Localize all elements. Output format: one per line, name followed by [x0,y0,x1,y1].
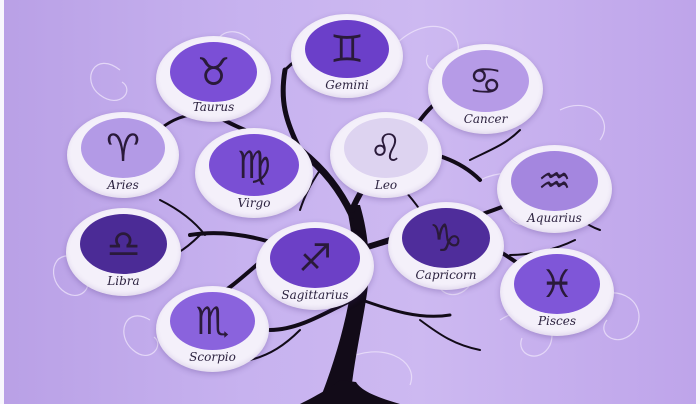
scorpio-label: Scorpio [189,350,236,364]
zodiac-aries: ♈ Aries [67,112,179,198]
aquarius-symbol-icon: ♒ [537,159,572,203]
libra-disc: ♎ [80,214,167,274]
taurus-symbol-icon: ♉ [196,50,231,94]
aries-label: Aries [107,178,139,192]
leo-disc: ♌ [344,118,428,178]
sagittarius-symbol-icon: ♐ [297,236,333,280]
capricorn-disc: ♑ [402,208,490,268]
frame-edge-right [696,0,700,404]
zodiac-sagittarius: ♐ Sagittarius [256,222,374,310]
taurus-label: Taurus [192,100,235,114]
scorpio-disc: ♏ [170,292,255,350]
zodiac-gemini: ♊ Gemini [291,14,403,98]
aries-symbol-icon: ♈ [105,126,141,170]
leo-label: Leo [374,178,398,192]
scorpio-symbol-icon: ♏ [195,299,230,343]
aquarius-disc: ♒ [511,151,598,211]
cancer-label: Cancer [463,112,508,126]
pisces-disc: ♓ [514,254,600,314]
gemini-disc: ♊ [305,20,389,78]
zodiac-capricorn: ♑ Capricorn [388,202,504,290]
zodiac-scorpio: ♏ Scorpio [156,286,269,372]
virgo-label: Virgo [237,196,271,210]
pisces-symbol-icon: ♓ [539,262,575,306]
capricorn-label: Capricorn [415,268,477,282]
zodiac-aquarius: ♒ Aquarius [497,145,612,233]
gemini-label: Gemini [325,78,369,92]
zodiac-pisces: ♓ Pisces [500,248,614,336]
zodiac-taurus: ♉ Taurus [156,36,271,122]
zodiac-leo: ♌ Leo [330,112,442,198]
zodiac-cancer: ♋ Cancer [428,44,543,134]
zodiac-virgo: ♍ Virgo [195,128,313,218]
cancer-disc: ♋ [442,50,529,112]
virgo-disc: ♍ [209,134,299,196]
frame-edge-left [0,0,4,404]
taurus-disc: ♉ [170,42,257,102]
leo-symbol-icon: ♌ [368,126,404,170]
virgo-symbol-icon: ♍ [236,143,272,187]
gemini-symbol-icon: ♊ [329,27,365,71]
capricorn-symbol-icon: ♑ [428,216,464,260]
pisces-label: Pisces [537,314,577,328]
aries-disc: ♈ [81,118,165,178]
sagittarius-disc: ♐ [270,228,360,288]
cancer-symbol-icon: ♋ [468,59,503,103]
zodiac-libra: ♎ Libra [66,208,181,296]
aquarius-label: Aquarius [527,211,582,225]
libra-symbol-icon: ♎ [106,222,141,266]
libra-label: Libra [107,274,140,288]
sagittarius-label: Sagittarius [281,288,349,302]
